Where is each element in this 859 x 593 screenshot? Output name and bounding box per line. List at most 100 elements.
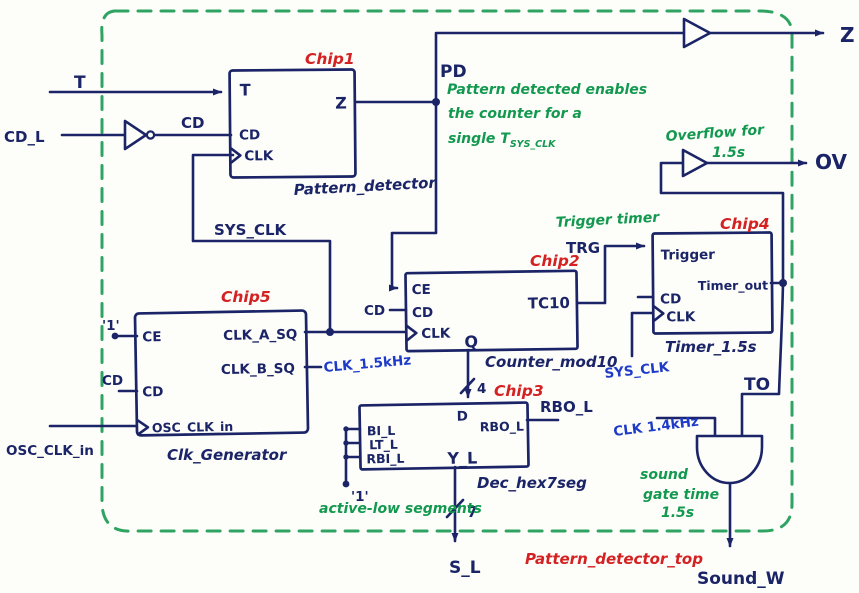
note-overflow-line1: Overflow for xyxy=(665,122,765,145)
wire-trg xyxy=(575,242,646,305)
bus-slash-7 xyxy=(445,498,465,519)
chip1-pattern-detector: T CD CLK Z xyxy=(228,68,357,179)
label-trg: TRG xyxy=(566,239,600,257)
chip5-pin-clka: CLK_A_SQ xyxy=(223,327,297,344)
chip2-counter-mod10: CE CD CLK TC10 Q xyxy=(404,269,579,353)
chip4-pin-timer-out: Timer_out xyxy=(698,278,768,295)
buffer-ov-icon xyxy=(681,148,709,178)
label-sysclk: SYS_CLK xyxy=(214,221,288,239)
bus-slash-4 xyxy=(459,377,476,395)
buffer-z-icon xyxy=(682,17,712,49)
label-to: TO xyxy=(744,375,770,395)
gates xyxy=(123,17,764,485)
wire-clk14-to-and xyxy=(655,416,717,438)
chip1-pin-z: Z xyxy=(335,94,347,113)
label-cdl: CD_L xyxy=(4,128,45,146)
bus-dot-bi xyxy=(343,426,349,432)
wire-to xyxy=(740,281,785,438)
chip1-box xyxy=(228,68,357,179)
label-clk-1-5khz: CLK_1.5kHz xyxy=(323,352,412,376)
wire-ov-loop xyxy=(659,161,785,285)
chip3-name: Dec_hex7seg xyxy=(477,474,587,492)
chip3-pin-yl: Y_L xyxy=(446,448,477,468)
chip5-tag: Chip5 xyxy=(221,288,271,306)
wire-sysclk xyxy=(191,153,332,333)
wire-sysclk4-stub xyxy=(630,311,655,358)
label-osc-clk-in: OSC_CLK_in xyxy=(6,443,94,459)
chip2-name: Counter_mod10 xyxy=(485,353,617,371)
chip1-clk-wedge-icon xyxy=(229,147,242,164)
chip4-name: Timer_1.5s xyxy=(665,338,757,356)
chip2-pin-cd: CD xyxy=(412,305,433,321)
chip3-dec-hex7seg: D RBO_L BI_L LT_L RBI_L Y_L xyxy=(358,401,530,471)
label-sound-output: Sound_W xyxy=(697,569,785,589)
label-pd: PD xyxy=(440,62,467,82)
chip1-pin-clk: CLK xyxy=(244,148,274,164)
chip3-box xyxy=(358,401,530,471)
bus-dot-lt xyxy=(343,440,349,446)
note-pd-line2: the counter for a xyxy=(448,106,582,122)
chip3-pin-rbi: RBI_L xyxy=(366,451,404,468)
note-pd-line1: Pattern detected enables xyxy=(447,82,647,98)
note-pd-line3: single TSYS_CLK xyxy=(448,131,556,150)
label-bus-width-7: 7 xyxy=(467,503,477,521)
chip2-pin-clk: CLK xyxy=(421,326,451,342)
label-cd: CD xyxy=(181,114,204,132)
chip3-pin-rbo: RBO_L xyxy=(480,419,524,436)
chip1-pin-t: T xyxy=(240,80,251,99)
chip5-name: Clk_Generator xyxy=(167,446,288,464)
chip3-pin-bi: BI_L xyxy=(367,423,396,439)
chip3-pin-lt: LT_L xyxy=(369,437,398,453)
chip1-pin-cd: CD xyxy=(239,127,260,143)
chip2-clk-wedge-icon xyxy=(405,324,418,342)
label-sysclk-timer-stub: SYS_CLK xyxy=(604,359,671,382)
label-sl-output: S_L xyxy=(449,558,481,578)
label-cd-counter-stub: CD xyxy=(364,303,385,319)
chip5-pin-cd: CD xyxy=(142,384,163,400)
and-gate-icon xyxy=(695,434,764,485)
chip4-timer: Trigger Timer_out CD CLK xyxy=(651,231,774,335)
chip4-pin-trigger: Trigger xyxy=(661,247,716,263)
junction-sysclk xyxy=(326,328,334,336)
chip5-pin-osc: OSC_CLK_in xyxy=(152,419,234,436)
chip4-tag: Chip4 xyxy=(720,215,770,233)
not-gate-bubble-icon xyxy=(145,130,156,140)
junction-pd xyxy=(432,98,440,106)
note-sound-line2: gate time xyxy=(643,487,719,503)
junction-timer-out xyxy=(779,279,787,287)
note-sound-line3: 1.5s xyxy=(661,505,694,521)
junction-dots xyxy=(111,98,787,488)
chip2-tag: Chip2 xyxy=(530,252,580,270)
chip5-pin-clkb: CLK_B_SQ xyxy=(221,361,295,378)
label-const-one-chip3: '1' xyxy=(351,489,369,505)
label-z-output: Z xyxy=(840,23,855,47)
wires xyxy=(48,29,825,548)
chip1-tag: Chip1 xyxy=(305,50,355,68)
note-overflow-line2: 1.5s xyxy=(712,145,745,161)
chip5-pin-ce: CE xyxy=(142,329,161,345)
chip2-box xyxy=(404,269,579,353)
label-cd-clkgen-stub: CD xyxy=(102,373,123,389)
note-trigger-timer: Trigger timer xyxy=(555,210,660,231)
note-active-low: active-low segments xyxy=(319,501,482,517)
schematic-title: Pattern_detector_top xyxy=(525,550,703,568)
chip2-pin-tc10: TC10 xyxy=(528,294,570,313)
chip3-tag: Chip3 xyxy=(494,382,544,400)
chip5-box xyxy=(133,309,310,437)
label-ov-output: OV xyxy=(815,150,847,174)
label-rbo: RBO_L xyxy=(540,398,593,416)
green-annotations: Trigger timer Overflow for 1.5s Pattern … xyxy=(319,82,766,521)
wire-z-top-run xyxy=(434,31,686,104)
label-t: T xyxy=(74,73,86,93)
terminal-one-chip5 xyxy=(111,332,119,340)
chip2-pin-q: Q xyxy=(464,332,478,351)
design-boundary-border xyxy=(100,9,794,533)
chip4-pin-cd: CD xyxy=(660,291,681,307)
chip2-pin-ce: CE xyxy=(412,282,431,298)
label-bus-width-4: 4 xyxy=(477,381,486,397)
note-sound-line1: sound xyxy=(640,467,689,483)
chip5-osc-wedge-icon xyxy=(136,419,150,436)
chip3-pin-d: D xyxy=(457,409,468,425)
